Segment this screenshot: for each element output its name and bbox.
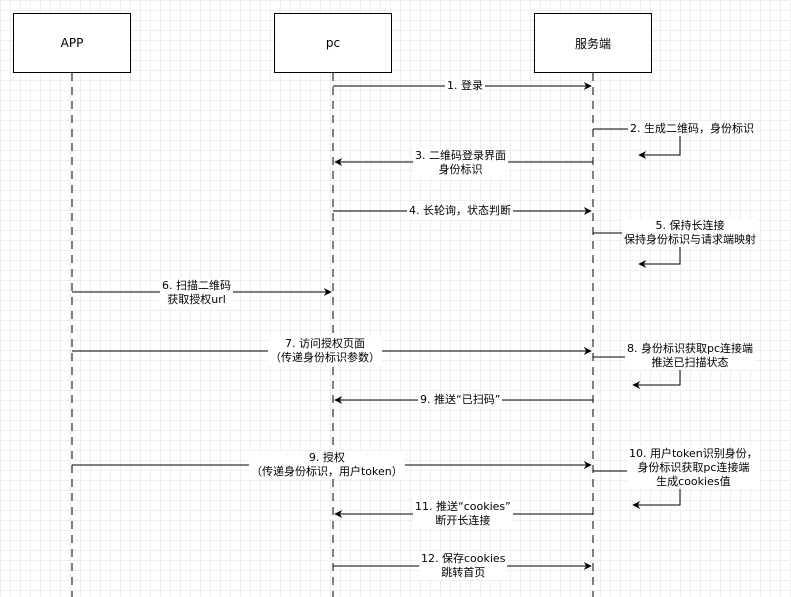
message-label-3: 3. 二维码登录界面 身份标识	[413, 149, 508, 177]
actor-pc: pc	[274, 13, 392, 73]
message-label-11: 11. 推送“cookies” 断开长连接	[413, 500, 513, 528]
message-label-8: 8. 身份标识获取pc连接端 推送已扫描状态	[625, 342, 756, 370]
message-label-9b: 9. 授权 （传递身份标识，用户token）	[249, 451, 405, 479]
message-label-2: 2. 生成二维码，身份标识	[628, 122, 756, 136]
message-label-6: 6. 扫描二维码 获取授权url	[160, 279, 233, 307]
message-label-4: 4. 长轮询，状态判断	[407, 204, 513, 218]
message-label-9a: 9. 推送“已扫码”	[418, 393, 503, 407]
message-label-7: 7. 访问授权页面 （传递身份标识参数）	[268, 337, 382, 365]
message-label-1: 1. 登录	[445, 79, 485, 93]
message-label-10: 10. 用户token识别身份， 身份标识获取pc连接端 生成cookies值	[627, 447, 760, 489]
actor-app: APP	[13, 13, 131, 73]
message-label-12: 12. 保存cookies 跳转首页	[419, 552, 508, 580]
message-label-5: 5. 保持长连接 保持身份标识与请求端映射	[622, 219, 758, 247]
actor-server: 服务端	[534, 13, 652, 73]
